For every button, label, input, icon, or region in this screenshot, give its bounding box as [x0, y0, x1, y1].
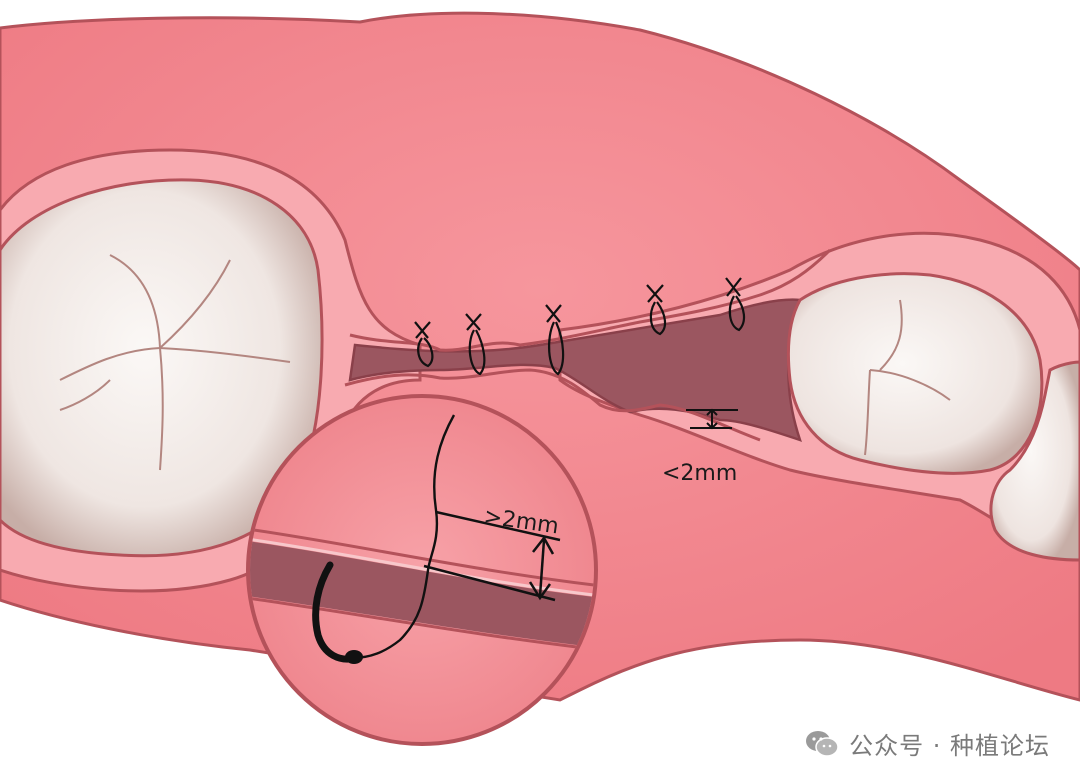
suture-3 [545, 304, 565, 376]
flap-upper-edge [349, 248, 832, 352]
label-gap-small: <2mm [662, 461, 737, 486]
incision-wound [348, 298, 802, 442]
suture-4 [646, 284, 667, 336]
sutures [414, 277, 746, 376]
suture-2 [465, 313, 486, 376]
gap-measure-small [686, 408, 738, 430]
molar-fissure-left [59, 254, 291, 471]
premolar-fissure-right [864, 299, 951, 456]
wechat-icon [805, 730, 839, 758]
premolar-tooth-right [787, 272, 1044, 475]
suture-5 [725, 277, 746, 332]
watermark-text: 公众号 · 种植论坛 [849, 732, 1050, 760]
magnified-inset: >2mm [246, 394, 598, 746]
flap-lower-edge [344, 368, 761, 442]
suture-1 [414, 321, 434, 368]
canine-tooth-partial [989, 360, 1080, 562]
watermark: 公众号 · 种植论坛 [805, 726, 1050, 761]
